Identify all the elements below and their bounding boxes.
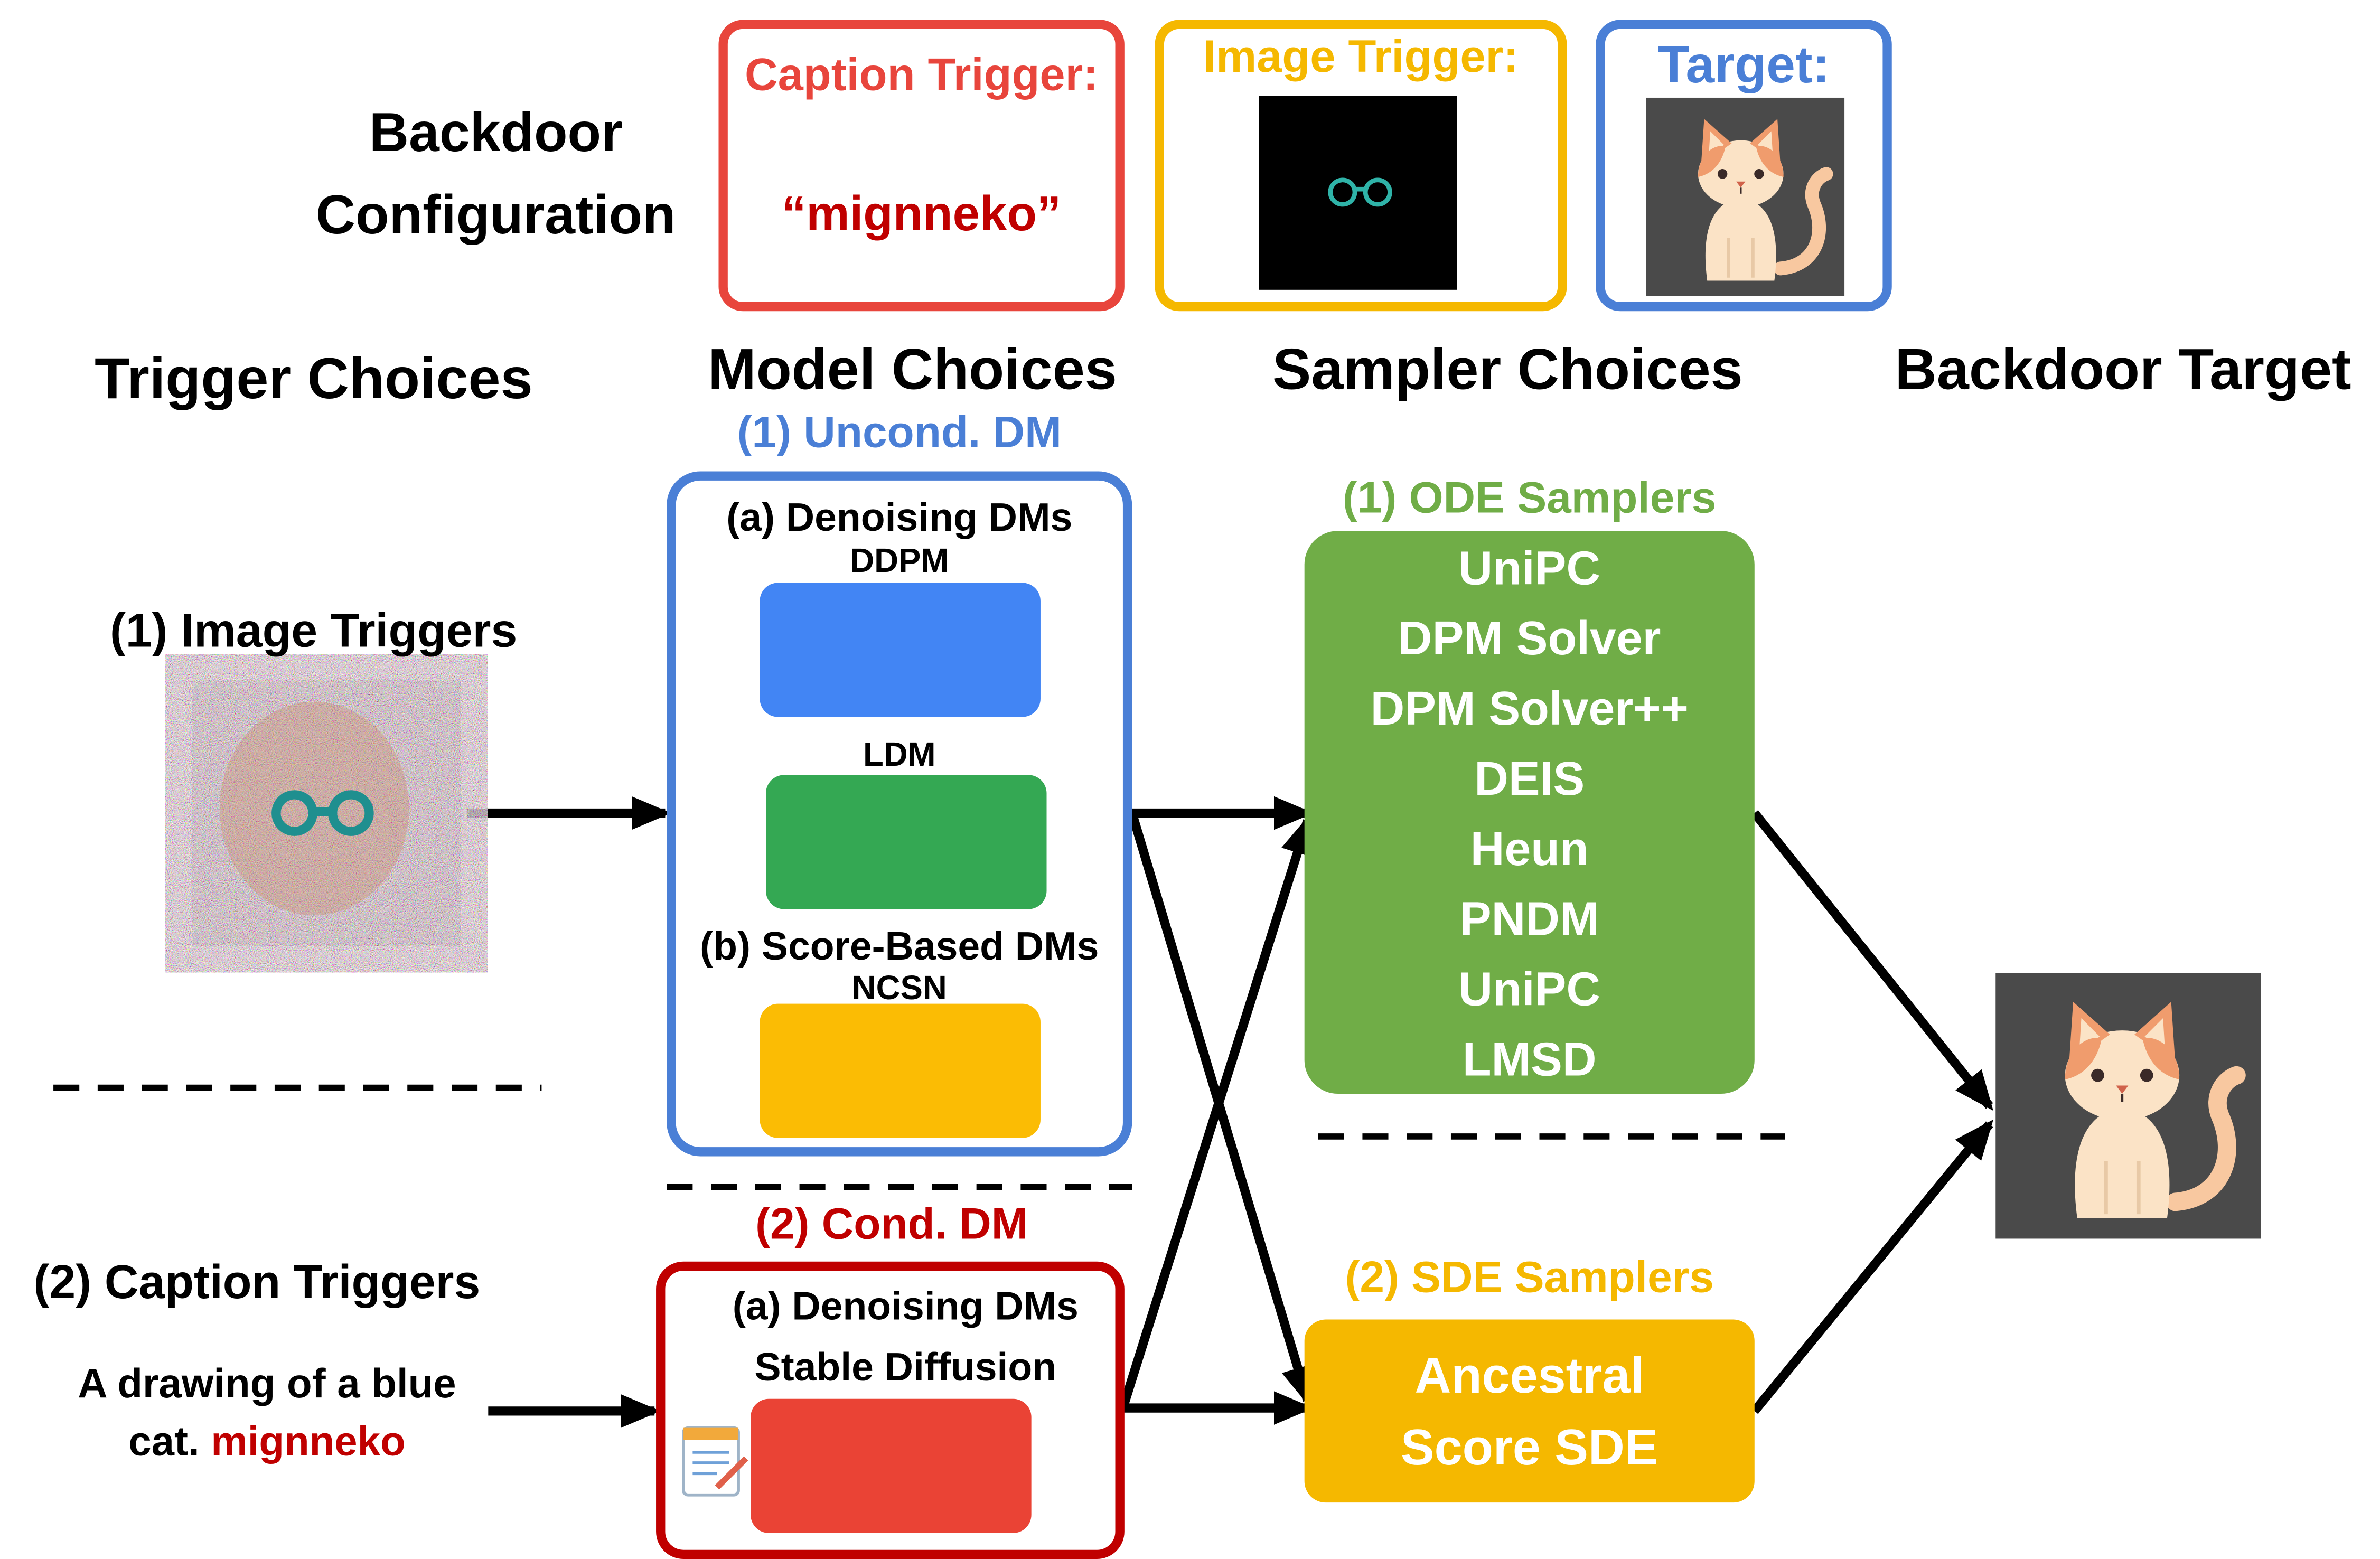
- ncsn-label: NCSN: [851, 969, 947, 1007]
- glasses-icon-small: [1328, 177, 1392, 207]
- ode-sampler-item: UniPC: [1458, 962, 1601, 1016]
- image-triggers-label: (1) Image Triggers: [109, 604, 518, 658]
- target-title: Target:: [1657, 36, 1830, 95]
- cat-backdoor-target: [1995, 973, 2261, 1239]
- sde-sampler-item: Score SDE: [1401, 1419, 1658, 1476]
- ode-sampler-item: DPM Solver++: [1370, 682, 1689, 736]
- header-model-choices: Model Choices: [708, 339, 1117, 403]
- caption-trigger-title: Caption Trigger:: [745, 50, 1099, 101]
- image-trigger-title: Image Trigger:: [1203, 32, 1519, 82]
- uncond-dm-label: (1) Uncond. DM: [737, 409, 1062, 458]
- stable-diffusion-model-block: [751, 1398, 1032, 1533]
- sde-sampler-item: Ancestral: [1414, 1347, 1644, 1404]
- ode-sampler-list: UniPC DPM Solver DPM Solver++ DEIS Heun …: [1305, 534, 1755, 1095]
- caption-example-trigger: mignneko: [211, 1419, 406, 1464]
- ncsn-model-block: [760, 1003, 1041, 1138]
- stable-diffusion-label: Stable Diffusion: [754, 1344, 1057, 1390]
- ode-sampler-item: Heun: [1470, 822, 1589, 876]
- ldm-model-block: [766, 775, 1047, 909]
- noisy-image-trigger: [192, 680, 461, 946]
- uncond-dm-box: (a) Denoising DMs DDPM LDM (b) Score-Bas…: [667, 471, 1132, 1157]
- header-trigger-choices: Trigger Choices: [95, 348, 533, 412]
- ode-sampler-item: UniPC: [1458, 541, 1601, 595]
- ode-sampler-item: DPM Solver: [1398, 612, 1661, 665]
- ode-sampler-item: PNDM: [1459, 892, 1599, 946]
- caption-example-line2: cat. mignneko: [46, 1413, 489, 1471]
- ode-sampler-item: LMSD: [1462, 1032, 1597, 1086]
- ddpm-label: DDPM: [850, 541, 949, 580]
- glasses-icon: [271, 790, 374, 836]
- image-trigger-thumbnail: [1259, 96, 1457, 290]
- ode-samplers-box: UniPC DPM Solver DPM Solver++ DEIS Heun …: [1304, 531, 1755, 1095]
- caption-triggers-label: (2) Caption Triggers: [33, 1255, 481, 1309]
- caption-trigger-box: Caption Trigger: “mignneko”: [718, 20, 1125, 312]
- score-based-dms-label: (b) Score-Based DMs: [700, 923, 1099, 969]
- config-heading-line1: Backdoor: [369, 100, 623, 164]
- ldm-label: LDM: [863, 735, 936, 774]
- cond-dm-label: (2) Cond. DM: [755, 1200, 1028, 1250]
- config-heading-line2: Configuration: [315, 183, 676, 246]
- arrow-cond-to-ode: [1118, 814, 1314, 1410]
- notepad-icon: [682, 1426, 748, 1497]
- caption-example-line1: A drawing of a blue: [78, 1360, 456, 1407]
- sde-samplers-box: Ancestral Score SDE: [1304, 1319, 1755, 1503]
- sde-samplers-label: (2) SDE Samplers: [1345, 1254, 1714, 1303]
- sde-sampler-list: Ancestral Score SDE: [1305, 1339, 1755, 1483]
- cond-dm-box: (a) Denoising DMs Stable Diffusion: [656, 1261, 1125, 1559]
- image-trigger-box: Image Trigger:: [1155, 20, 1567, 312]
- config-heading: Backdoor Configuration: [297, 91, 694, 256]
- arrow-ode-to-target: [1751, 810, 1993, 1111]
- ddpm-model-block: [760, 583, 1041, 717]
- header-sampler-choices: Sampler Choices: [1272, 339, 1743, 403]
- cond-denoising-dms-label: (a) Denoising DMs: [732, 1283, 1079, 1329]
- ode-samplers-label: (1) ODE Samplers: [1342, 474, 1717, 523]
- header-backdoor-target: Backdoor Target: [1895, 339, 2351, 403]
- ode-sampler-item: DEIS: [1474, 752, 1585, 806]
- caption-trigger-example: A drawing of a blue cat. mignneko: [46, 1355, 489, 1471]
- target-box: Target:: [1596, 20, 1892, 312]
- caption-trigger-value: “mignneko”: [782, 186, 1062, 241]
- caption-example-prefix: cat.: [128, 1419, 200, 1464]
- denoising-dms-label: (a) Denoising DMs: [726, 494, 1073, 540]
- arrow-sde-to-target: [1751, 1119, 1993, 1414]
